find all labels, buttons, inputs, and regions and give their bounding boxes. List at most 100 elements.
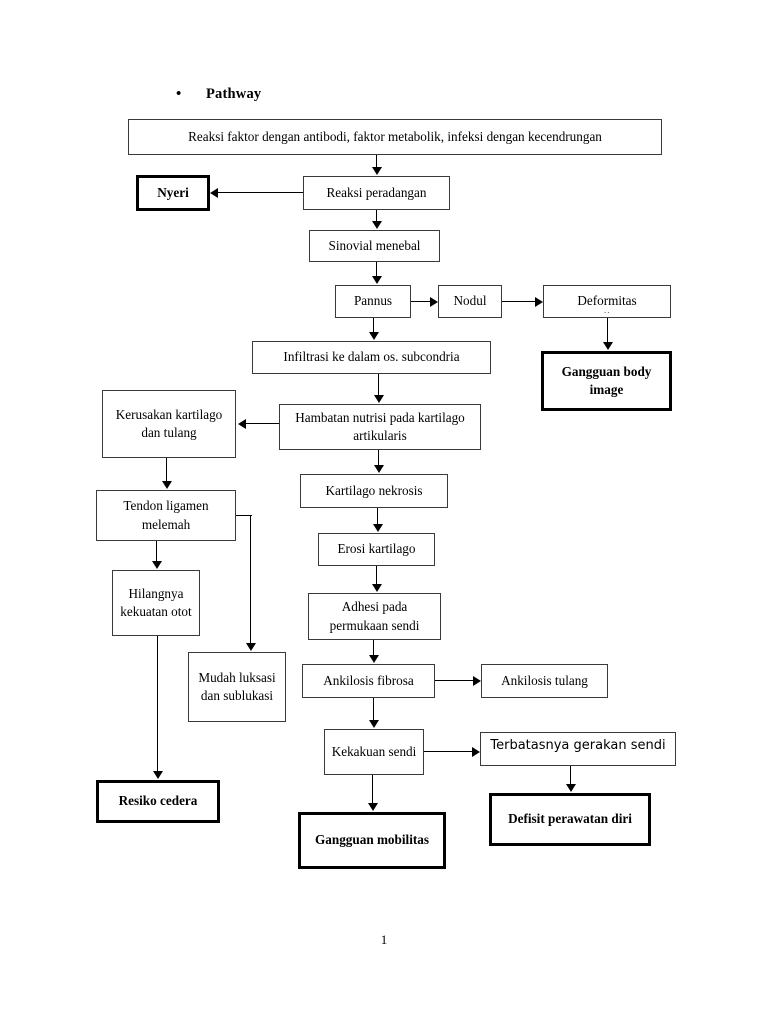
edge-n4-n5 bbox=[376, 262, 378, 277]
node-label: Kartilago nekrosis bbox=[325, 482, 423, 498]
node-label: Kekakuan sendi bbox=[331, 743, 417, 759]
node-erosi-kartilago: Erosi kartilago bbox=[318, 533, 435, 566]
node-sinovial-menebal: Sinovial menebal bbox=[309, 230, 440, 262]
arrowhead-n4-n5 bbox=[372, 276, 382, 284]
bullet-icon: • bbox=[176, 86, 182, 102]
node-label: Hambatan nutrisi pada kartilago artikula… bbox=[295, 409, 465, 443]
node-hambatan-nutrisi: Hambatan nutrisi pada kartilago artikula… bbox=[279, 404, 481, 450]
node-label: Kerusakan kartilago dan tulang bbox=[115, 406, 223, 440]
node-mudah-luksasi: Mudah luksasi dan sublukasi bbox=[188, 652, 286, 722]
arrowhead-n19-n21 bbox=[369, 720, 379, 728]
arrowhead-n12-n13 bbox=[152, 561, 162, 569]
node-reaksi-peradangan: Reaksi peradangan bbox=[303, 176, 450, 210]
node-ankilosis-tulang: Ankilosis tulang bbox=[481, 664, 608, 698]
arrowhead-n10-n16 bbox=[374, 465, 384, 473]
page-title: • Pathway bbox=[176, 86, 261, 103]
node-label: Nyeri bbox=[157, 184, 189, 200]
node-label: Adhesi pada permukaan sendi bbox=[329, 599, 420, 633]
node-nodul: Nodul bbox=[438, 285, 502, 318]
node-nyeri: Nyeri bbox=[136, 175, 210, 211]
edge-n12-n13 bbox=[156, 541, 158, 562]
node-gangguan-body-image: Gangguan body image bbox=[541, 351, 672, 411]
edge-n2-n3 bbox=[218, 192, 304, 194]
edge-n19-n21 bbox=[373, 698, 375, 721]
edge-n22-n24 bbox=[570, 766, 572, 785]
arrowhead-n17-n18 bbox=[372, 584, 382, 592]
node-label: Erosi kartilago bbox=[337, 541, 416, 557]
node-label: Gangguan mobilitas bbox=[315, 832, 429, 848]
arrowhead-n2-n4 bbox=[372, 221, 382, 229]
arrowhead-n21-n23 bbox=[368, 803, 378, 811]
node-label: Reaksi faktor dengan antibodi, faktor me… bbox=[188, 128, 602, 144]
node-defisit-perawatan-diri: Defisit perawatan diri bbox=[489, 793, 651, 846]
node-resiko-cedera: Resiko cedera bbox=[96, 780, 220, 823]
node-label: Sinovial menebal bbox=[328, 237, 421, 253]
node-label: Tendon ligamen melemah bbox=[123, 498, 209, 532]
arrowhead-n11-n12 bbox=[162, 481, 172, 489]
node-kartilago-nekrosis: Kartilago nekrosis bbox=[300, 474, 448, 508]
node-label: Gangguan body image bbox=[561, 363, 652, 397]
edge-n21-n23 bbox=[372, 775, 374, 804]
node-label: Mudah luksasi dan sublukasi bbox=[198, 669, 276, 703]
node-label: Defisit perawatan diri bbox=[508, 811, 632, 827]
edge-n11-n12 bbox=[166, 458, 168, 482]
scan-artifact: .. bbox=[604, 305, 611, 315]
node-kekakuan-sendi: Kekakuan sendi bbox=[324, 729, 424, 775]
node-reaksi-faktor: Reaksi faktor dengan antibodi, faktor me… bbox=[128, 119, 662, 155]
edge-n18-n19 bbox=[373, 640, 375, 656]
edge-n5-n9 bbox=[373, 318, 375, 333]
edge-n7-n8 bbox=[607, 318, 609, 343]
arrowhead-n7-n8 bbox=[603, 342, 613, 350]
node-label: Terbatasnya gerakan sendi bbox=[490, 738, 666, 753]
node-infiltrasi: Infiltrasi ke dalam os. subcondria bbox=[252, 341, 491, 374]
arrowhead-n6-n7 bbox=[535, 297, 543, 307]
node-deformitas: Deformitas bbox=[543, 285, 671, 318]
edge-n2-n4 bbox=[376, 210, 378, 222]
arrowhead-n1-n2 bbox=[372, 167, 382, 175]
page-number: 1 bbox=[380, 932, 388, 947]
node-label: Ankilosis tulang bbox=[501, 672, 588, 688]
edge-n21-n22 bbox=[424, 751, 473, 753]
node-pannus: Pannus bbox=[335, 285, 411, 318]
edge-n12-n14-horizontal bbox=[236, 515, 252, 517]
arrowhead-n10-n11 bbox=[238, 419, 246, 429]
edge-n10-n16 bbox=[378, 450, 380, 466]
edge-n13-n15 bbox=[157, 636, 159, 772]
arrowhead-n18-n19 bbox=[369, 655, 379, 663]
edge-n1-n2 bbox=[376, 155, 378, 169]
node-ankilosis-fibrosa: Ankilosis fibrosa bbox=[302, 664, 435, 698]
edge-n16-n17 bbox=[377, 508, 379, 525]
edge-n19-n20 bbox=[435, 680, 474, 682]
arrowhead-n16-n17 bbox=[373, 524, 383, 532]
arrowhead-n19-n20 bbox=[473, 676, 481, 686]
arrowhead-n21-n22 bbox=[472, 747, 480, 757]
edge-n5-n6 bbox=[411, 301, 431, 303]
edge-n17-n18 bbox=[376, 566, 378, 585]
edge-n10-n11 bbox=[246, 423, 280, 425]
node-label: Pannus bbox=[353, 293, 393, 309]
node-label: Deformitas bbox=[577, 293, 637, 309]
page-title-label: Pathway bbox=[206, 86, 262, 102]
edge-n6-n7 bbox=[502, 301, 536, 303]
node-adhesi-permukaan-sendi: Adhesi pada permukaan sendi bbox=[308, 593, 441, 640]
node-gangguan-mobilitas: Gangguan mobilitas bbox=[298, 812, 446, 869]
node-label: Reaksi peradangan bbox=[326, 184, 427, 200]
node-terbatasnya-gerakan-sendi: Terbatasnya gerakan sendi bbox=[480, 732, 676, 766]
arrowhead-n13-n15 bbox=[153, 771, 163, 779]
node-tendon-ligamen: Tendon ligamen melemah bbox=[96, 490, 236, 541]
arrowhead-n12-n14 bbox=[246, 643, 256, 651]
arrowhead-n9-n10 bbox=[374, 395, 384, 403]
arrowhead-n22-n24 bbox=[566, 784, 576, 792]
edge-n9-n10 bbox=[378, 374, 380, 396]
node-label: Infiltrasi ke dalam os. subcondria bbox=[283, 349, 460, 365]
node-hilangnya-kekuatan-otot: Hilangnya kekuatan otot bbox=[112, 570, 200, 636]
node-label: Ankilosis fibrosa bbox=[323, 672, 414, 688]
arrowhead-n5-n9 bbox=[369, 332, 379, 340]
node-label: Nodul bbox=[453, 293, 487, 309]
arrowhead-n5-n6 bbox=[430, 297, 438, 307]
node-label: Hilangnya kekuatan otot bbox=[120, 585, 192, 619]
node-kerusakan-kartilago: Kerusakan kartilago dan tulang bbox=[102, 390, 236, 458]
node-label: Resiko cedera bbox=[118, 793, 198, 809]
arrowhead-n2-n3 bbox=[210, 188, 218, 198]
